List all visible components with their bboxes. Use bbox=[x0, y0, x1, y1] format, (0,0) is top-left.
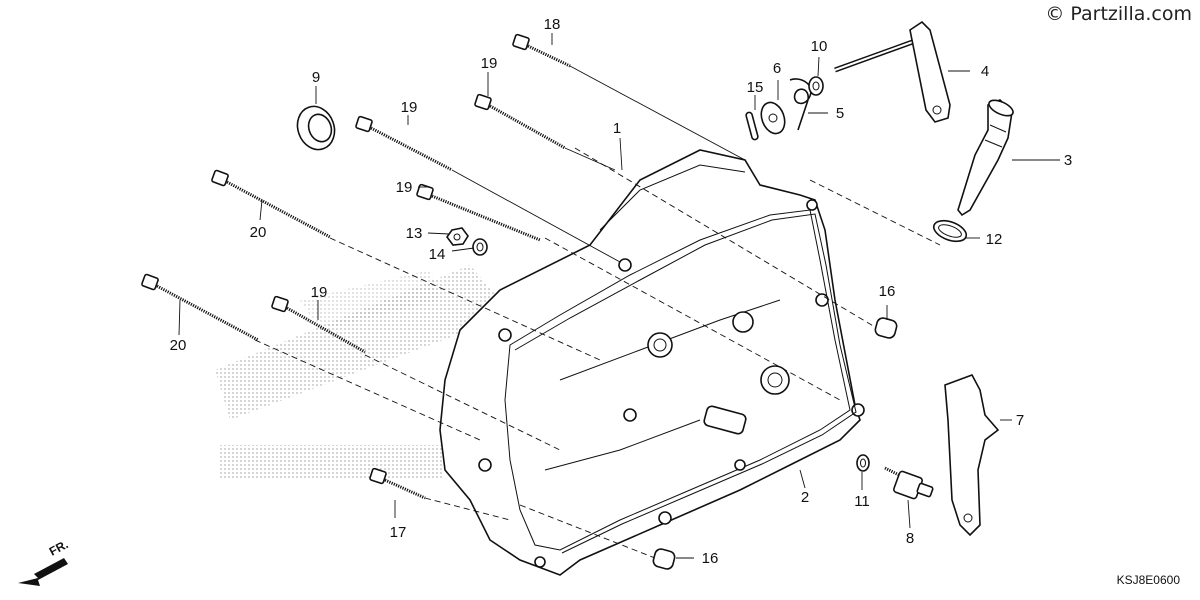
bolt-20-lower[interactable] bbox=[141, 273, 259, 342]
callout-6: 6 bbox=[773, 60, 781, 77]
callout-19-middle: 19 bbox=[401, 99, 418, 116]
return-spring[interactable] bbox=[789, 78, 812, 131]
callout-16-upper: 16 bbox=[879, 283, 896, 300]
bolt-18[interactable] bbox=[512, 33, 746, 161]
callout-10: 10 bbox=[811, 38, 828, 55]
bolt-19-lower[interactable] bbox=[416, 183, 541, 242]
callout-12: 12 bbox=[986, 231, 1003, 248]
callout-16-lower: 16 bbox=[702, 550, 719, 567]
o-ring[interactable] bbox=[931, 217, 969, 246]
callout-13: 13 bbox=[406, 225, 423, 242]
callout-19-upper: 19 bbox=[481, 55, 498, 72]
right-crankcase-cover[interactable] bbox=[439, 149, 865, 576]
callout-5: 5 bbox=[836, 105, 844, 122]
callout-4: 4 bbox=[981, 63, 989, 80]
callout-14: 14 bbox=[429, 246, 446, 263]
callout-15: 15 bbox=[747, 79, 764, 96]
callout-19-lower: 19 bbox=[396, 179, 413, 196]
background-logo-stipple bbox=[215, 265, 500, 480]
cover-plate[interactable] bbox=[944, 374, 1000, 537]
callout-labels: 1 2 3 4 5 6 7 8 9 10 11 12 13 14 15 16 1… bbox=[170, 16, 1073, 567]
callout-17: 17 bbox=[390, 524, 407, 541]
bolt-20-upper[interactable] bbox=[211, 169, 331, 239]
callout-20-upper: 20 bbox=[250, 224, 267, 241]
watermark-text: © Partzilla.com bbox=[1045, 3, 1192, 25]
oil-filler-cap[interactable] bbox=[957, 97, 1015, 217]
dowel-pin-upper[interactable] bbox=[874, 317, 898, 340]
bolt-17[interactable] bbox=[369, 467, 426, 500]
cotter-pin[interactable] bbox=[745, 111, 759, 141]
callout-18: 18 bbox=[544, 16, 561, 33]
washer-11[interactable] bbox=[856, 454, 870, 472]
front-marker: FR. bbox=[47, 537, 71, 558]
neutral-switch[interactable] bbox=[884, 466, 934, 500]
callout-8: 8 bbox=[906, 530, 914, 547]
diagram-code: KSJ8E0600 bbox=[1117, 573, 1181, 587]
callout-11: 11 bbox=[854, 493, 870, 510]
bolt-19-left[interactable] bbox=[271, 295, 366, 354]
front-arrow-icon bbox=[18, 558, 68, 586]
callout-9: 9 bbox=[312, 69, 320, 86]
dowel-pin-lower[interactable] bbox=[652, 548, 676, 571]
washer-10[interactable] bbox=[808, 76, 824, 96]
alignment-lines bbox=[254, 147, 941, 561]
callout-20-lower: 20 bbox=[170, 337, 187, 354]
callout-3: 3 bbox=[1064, 152, 1072, 169]
nut-13[interactable] bbox=[446, 227, 469, 246]
callout-7: 7 bbox=[1016, 412, 1024, 429]
callout-19-left: 19 bbox=[311, 284, 328, 301]
shift-arm[interactable] bbox=[834, 20, 951, 123]
oil-seal[interactable] bbox=[292, 101, 341, 155]
callout-1: 1 bbox=[613, 120, 621, 137]
bolt-19-middle[interactable] bbox=[355, 115, 621, 263]
leader-lines bbox=[178, 33, 1060, 559]
washer-14[interactable] bbox=[472, 238, 488, 256]
cover-gasket[interactable] bbox=[514, 213, 857, 554]
callout-2: 2 bbox=[801, 489, 809, 506]
stopper-cam[interactable] bbox=[757, 99, 789, 137]
bolt-19-upper[interactable] bbox=[474, 93, 616, 171]
